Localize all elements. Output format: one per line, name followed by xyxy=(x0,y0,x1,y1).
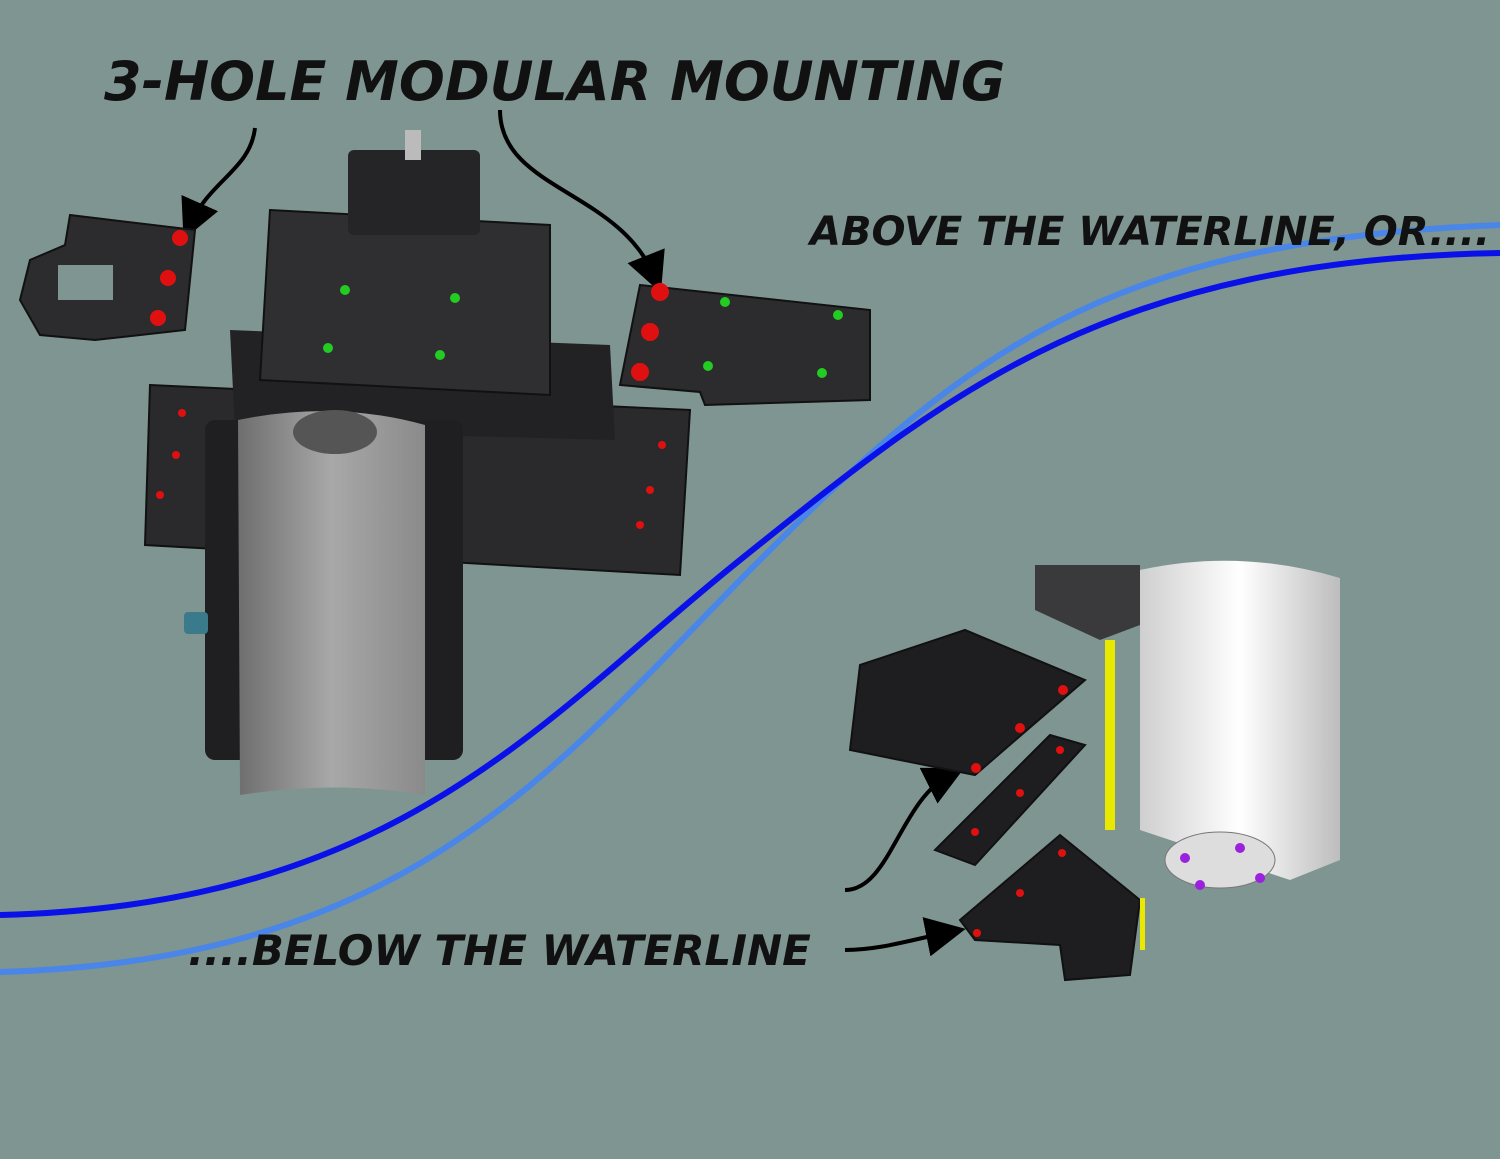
arrow-bracket-upper xyxy=(844,767,965,892)
arrow-bracket-lower xyxy=(844,917,966,957)
below-waterline-heading: ....BELOW THE WATERLINE xyxy=(188,926,811,975)
title-heading: 3-HOLE MODULAR MOUNTING xyxy=(104,50,1005,113)
main-mount-assembly xyxy=(143,130,692,795)
above-waterline-heading: ABOVE THE WATERLINE, OR.... xyxy=(807,209,1490,255)
right-mounting-plate xyxy=(618,283,871,407)
arrow-right-plate xyxy=(498,109,665,293)
underwater-mount-assembly xyxy=(848,560,1340,982)
waterline-dark xyxy=(0,250,1500,918)
left-mounting-plate xyxy=(18,213,197,342)
waterline-light xyxy=(0,222,1500,975)
arrow-left-plate xyxy=(181,127,257,240)
